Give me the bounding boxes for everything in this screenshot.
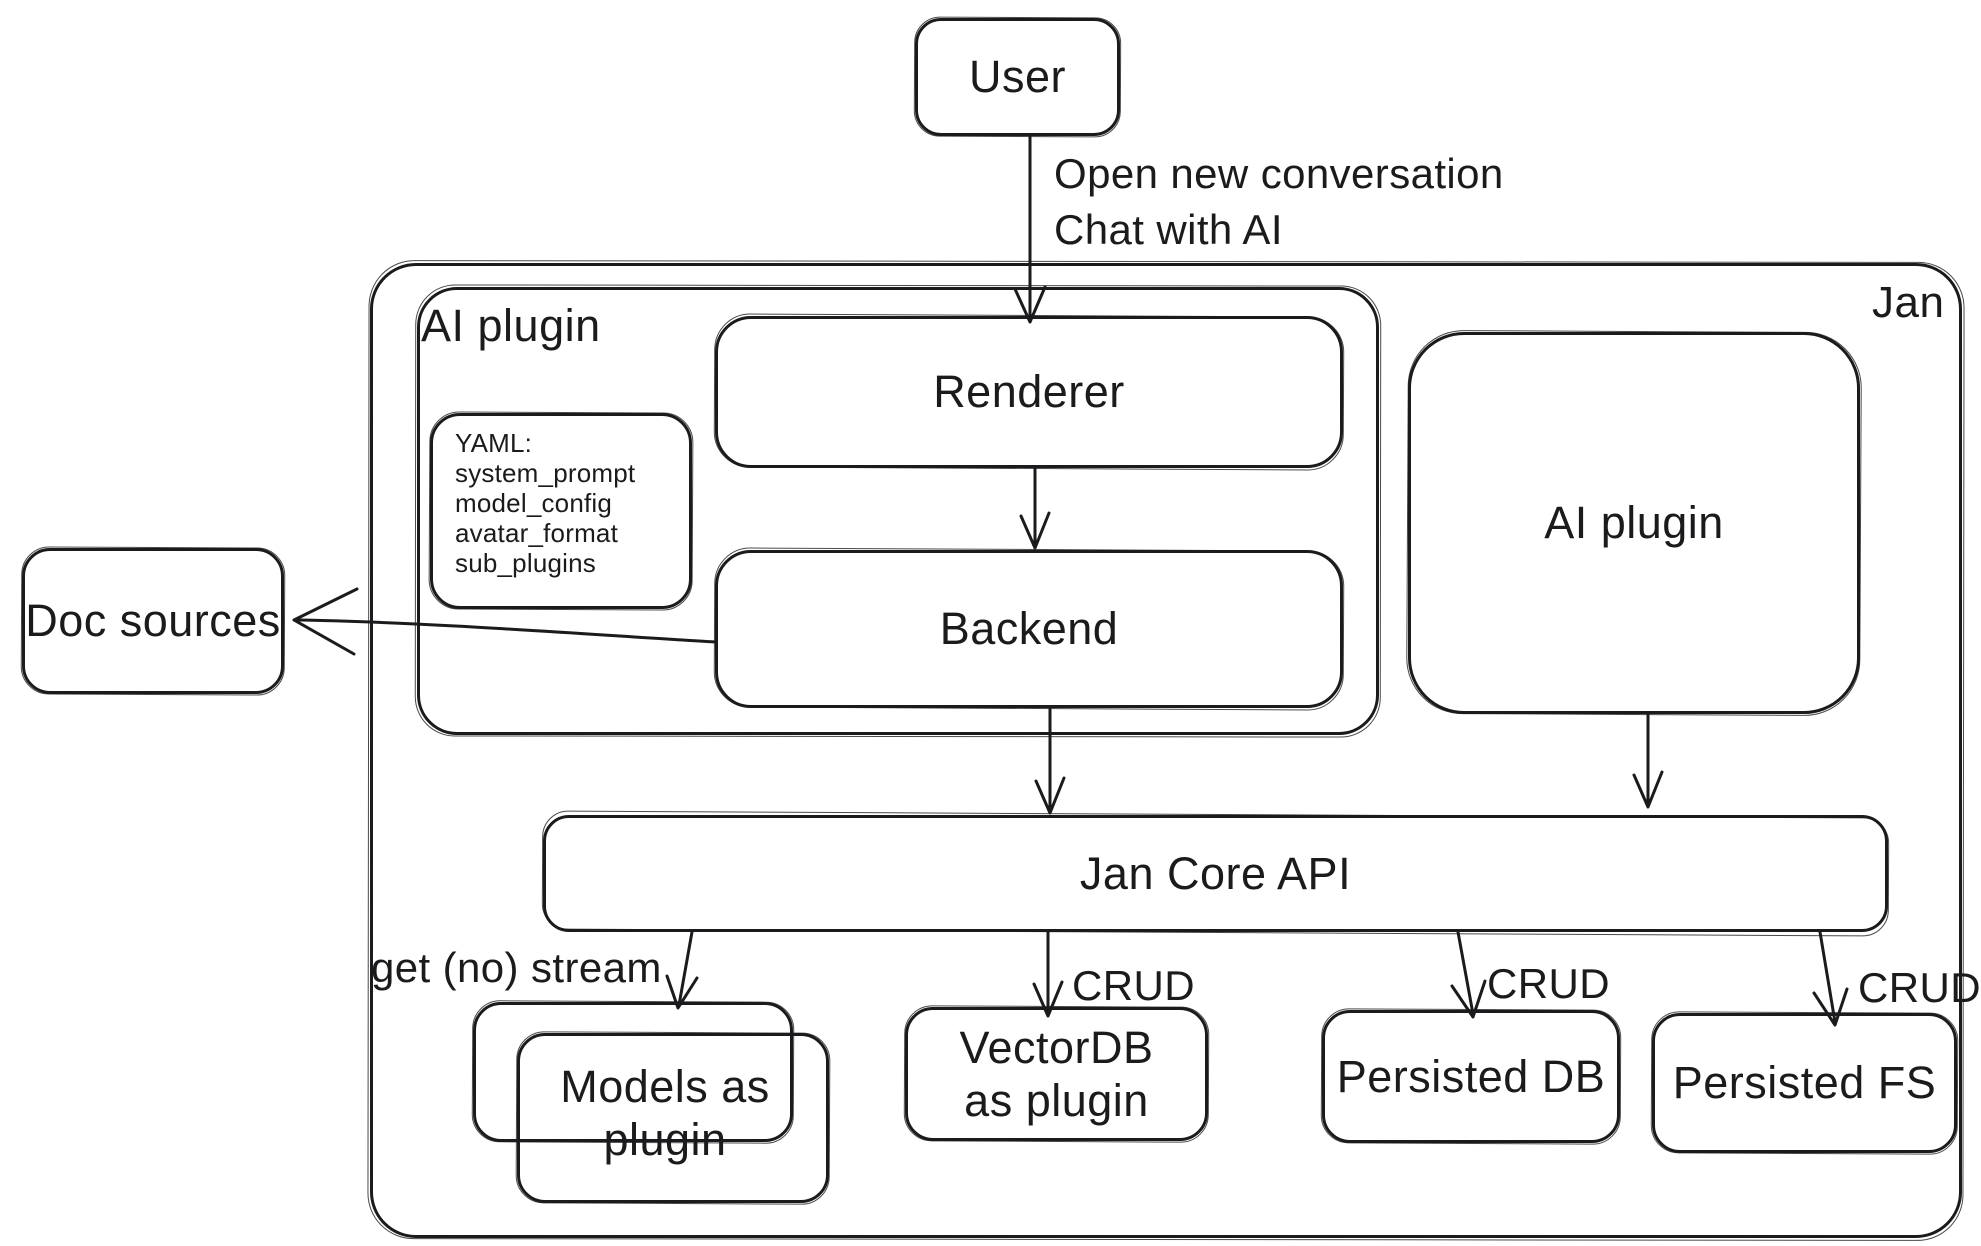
edge-label-open-new-conversation: Open new conversation xyxy=(1054,150,1504,197)
models-as-plugin-node xyxy=(517,1033,829,1203)
user-node: User xyxy=(915,18,1120,136)
backend-node: Backend xyxy=(715,550,1343,708)
edge-label-crud-persisted-fs: CRUD xyxy=(1858,964,1981,1011)
backend-label: Backend xyxy=(939,603,1119,655)
yaml-note-line: system_prompt xyxy=(455,458,636,488)
persisted-fs-node: Persisted FS xyxy=(1652,1013,1957,1153)
yaml-note: YAML: system_prompt model_config avatar_… xyxy=(430,413,692,609)
yaml-note-line: avatar_format xyxy=(455,518,619,548)
jan-container-label: Jan xyxy=(1872,278,1945,327)
edge-label-crud-persisted-db: CRUD xyxy=(1487,960,1610,1007)
renderer-node: Renderer xyxy=(715,316,1343,468)
ai-plugin-group-label: AI plugin xyxy=(421,300,601,351)
ai-plugin-group xyxy=(417,287,1379,735)
doc-sources-node: Doc sources xyxy=(22,548,284,694)
yaml-note-line: model_config xyxy=(455,488,613,518)
yaml-note-line: sub_plugins xyxy=(455,548,596,578)
vectordb-as-plugin-label: VectorDB as plugin xyxy=(959,1021,1154,1126)
edge-label-chat-with-ai: Chat with AI xyxy=(1054,206,1283,253)
edge-label-get-no-stream: get (no) stream xyxy=(371,944,662,991)
jan-container xyxy=(370,263,1962,1238)
user-label: User xyxy=(968,51,1066,103)
ai-plugin-node: AI plugin xyxy=(1408,332,1860,714)
ai-plugin-label: AI plugin xyxy=(1544,497,1724,549)
jan-core-api-label: Jan Core API xyxy=(1079,847,1352,899)
vectordb-as-plugin-node: VectorDB as plugin xyxy=(905,1007,1208,1141)
yaml-note-body: YAML: system_prompt model_config avatar_… xyxy=(433,416,689,578)
jan-core-api-node: Jan Core API xyxy=(543,815,1888,932)
persisted-fs-label: Persisted FS xyxy=(1672,1057,1937,1109)
edge-label-crud-vectordb: CRUD xyxy=(1072,962,1195,1009)
renderer-label: Renderer xyxy=(933,366,1125,418)
models-as-plugin-label: Models as plugin xyxy=(560,1060,770,1165)
yaml-note-title: YAML: xyxy=(455,428,533,458)
persisted-db-label: Persisted DB xyxy=(1336,1050,1606,1102)
doc-sources-label: Doc sources xyxy=(25,595,281,647)
persisted-db-node: Persisted DB xyxy=(1322,1010,1620,1143)
